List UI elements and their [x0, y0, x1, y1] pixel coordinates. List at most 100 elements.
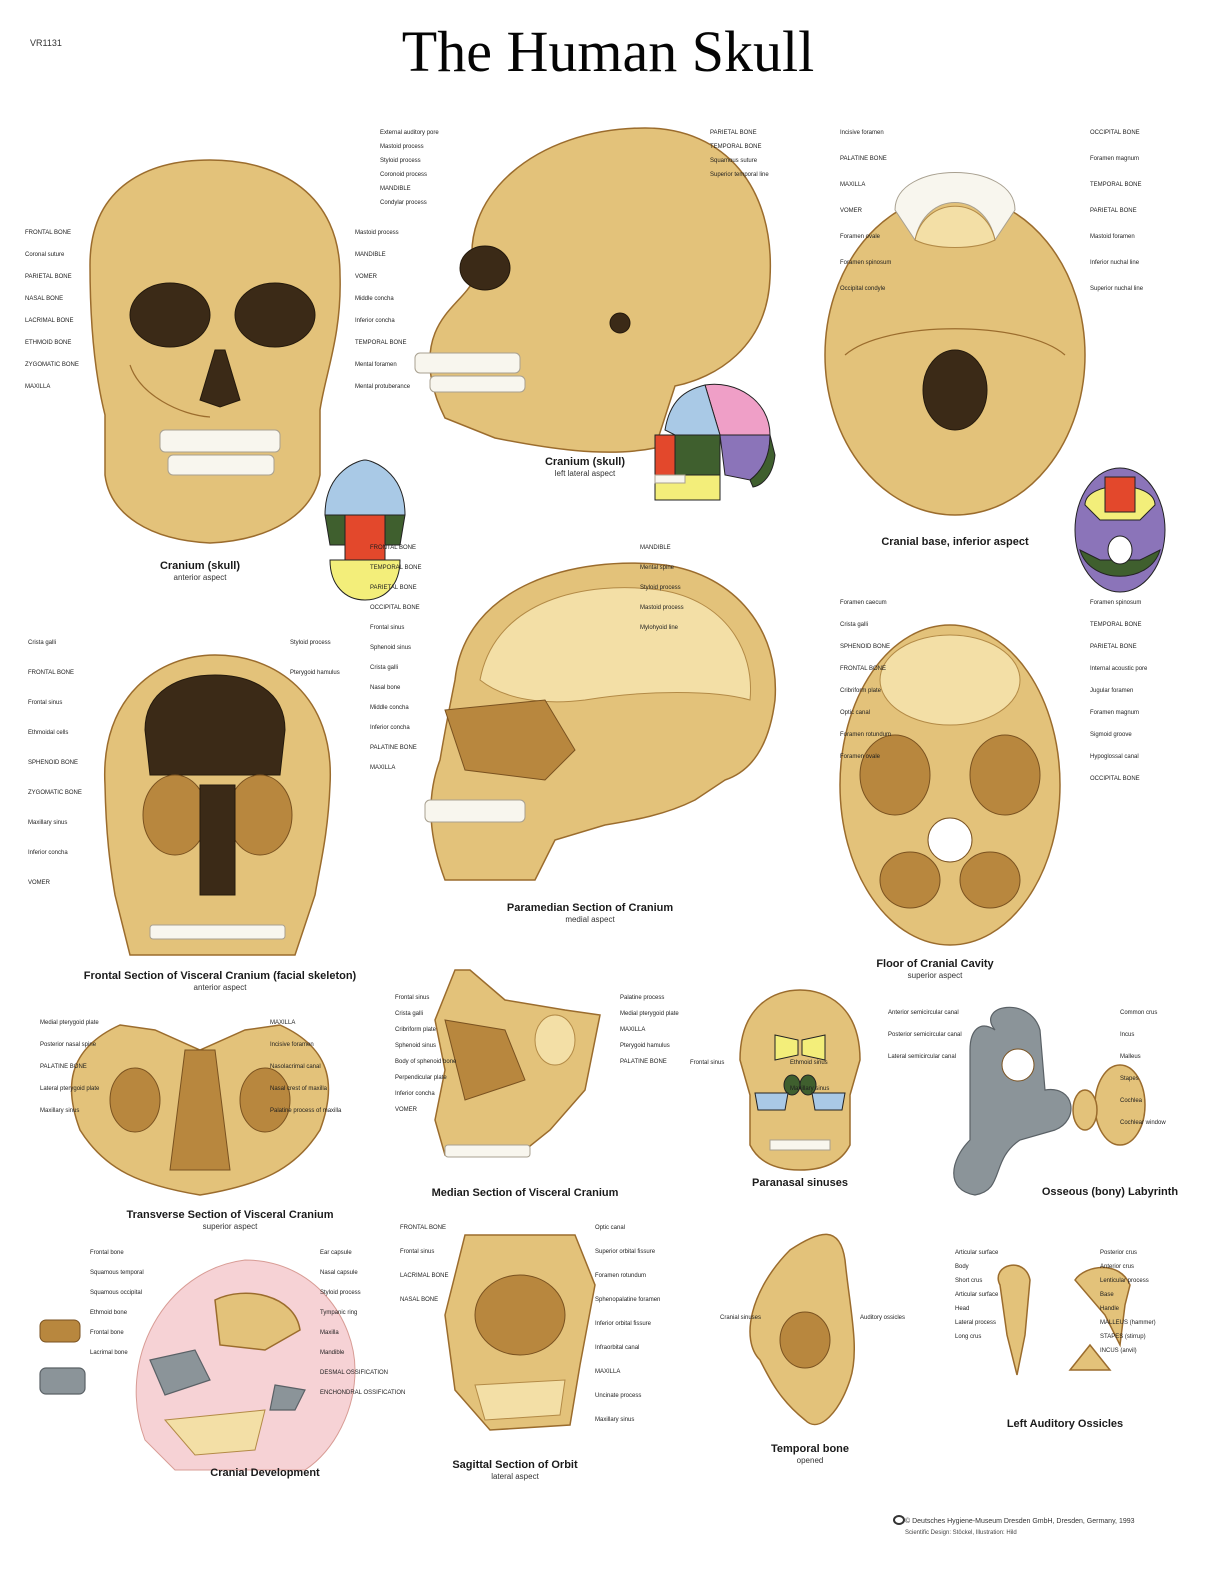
label-ossicles: Body	[955, 1264, 969, 1270]
paramedian-drawing	[424, 562, 777, 881]
colour-map-lateral-drawing	[654, 383, 776, 501]
label-development: Squamous temporal	[90, 1270, 144, 1276]
orbit-drawing	[444, 1234, 596, 1431]
label-anterior: NASAL BONE	[25, 296, 64, 302]
label-labyrinth: Cochlea	[1120, 1098, 1143, 1104]
label-base: VOMER	[840, 208, 863, 214]
label-orbit: Superior orbital fissure	[595, 1249, 656, 1255]
sub-anterior: anterior aspect	[173, 573, 227, 582]
label-development: ENCHONDRAL OSSIFICATION	[320, 1390, 406, 1396]
credits: Scientific Design: Stöckel, Illustration…	[905, 1530, 1017, 1536]
label-ossicles: Lateral process	[955, 1320, 997, 1326]
label-floor: TEMPORAL BONE	[1090, 622, 1142, 628]
label-paramedian: OCCIPITAL BONE	[370, 605, 420, 611]
caption-development: Cranial Development	[210, 1467, 320, 1479]
label-paramedian: Mental spine	[640, 565, 675, 571]
label-floor: Sigmoid groove	[1090, 732, 1132, 738]
label-transverse: Incisive foramen	[270, 1042, 314, 1048]
label-paramedian: Crista galli	[370, 665, 399, 671]
label-ossicles: Articular surface	[955, 1250, 999, 1256]
caption-frontal-section: Frontal Section of Visceral Cranium (fac…	[83, 970, 357, 982]
label-floor: Crista galli	[840, 622, 869, 628]
copyright: © Deutsches Hygiene-Museum Dresden GmbH,…	[905, 1518, 1135, 1525]
label-paramedian: Sphenoid sinus	[370, 645, 412, 651]
label-development: Tympanic ring	[320, 1310, 358, 1316]
label-frontal-section: Maxillary sinus	[28, 820, 68, 826]
label-base: PARIETAL BONE	[1090, 208, 1137, 214]
caption-labyrinth: Osseous (bony) Labyrinth	[1041, 1186, 1179, 1198]
label-labyrinth: Lateral semicircular canal	[888, 1054, 957, 1060]
label-lateral: Superior temporal line	[710, 172, 769, 178]
caption-transverse: Transverse Section of Visceral Cranium	[126, 1209, 334, 1221]
label-median: Sphenoid sinus	[395, 1043, 437, 1049]
caption-anterior: Cranium (skull)	[159, 560, 241, 572]
median-drawing	[434, 969, 601, 1158]
label-frontal-section: VOMER	[28, 880, 51, 886]
label-ossicles: Anterior crus	[1100, 1264, 1135, 1270]
figure-lateral: Cranium (skull) left lateral aspect	[375, 118, 795, 483]
label-paramedian: Styloid process	[640, 585, 681, 591]
label-paramedian: Mastoid process	[640, 605, 684, 611]
label-orbit: MAXILLA	[595, 1369, 621, 1375]
label-labyrinth: Incus	[1120, 1032, 1135, 1038]
label-orbit: Sphenopalatine foramen	[595, 1297, 661, 1303]
label-frontal-section: Ethmoidal cells	[28, 730, 69, 736]
label-anterior: Mastoid process	[355, 230, 399, 236]
label-median: Palatine process	[620, 995, 665, 1001]
label-median: VOMER	[395, 1107, 418, 1113]
label-floor: Foramen caecum	[840, 600, 887, 606]
development-drawing	[39, 1259, 356, 1471]
label-anterior: TEMPORAL BONE	[355, 340, 407, 346]
label-frontal-section: Frontal sinus	[28, 700, 63, 706]
lateral-skull-drawing	[414, 127, 772, 453]
publisher-logo-icon	[893, 1515, 905, 1525]
label-base: Incisive foramen	[840, 130, 884, 136]
figure-floor: Floor of Cranial Cavity superior aspect	[825, 600, 1210, 1000]
label-median: Perpendicular plate	[395, 1075, 447, 1081]
caption-orbit: Sagittal Section of Orbit	[452, 1459, 578, 1471]
label-transverse: Palatine process of maxilla	[270, 1108, 342, 1114]
label-orbit: LACRIMAL BONE	[400, 1273, 449, 1279]
label-labyrinth: Malleus	[1120, 1054, 1141, 1060]
figure-ossicles: Left Auditory Ossicles	[945, 1225, 1205, 1435]
label-orbit: Infraorbital canal	[595, 1345, 640, 1351]
label-base: Mastoid foramen	[1090, 234, 1135, 240]
label-median: Crista galli	[395, 1011, 424, 1017]
label-ossicles: Long crus	[955, 1334, 982, 1340]
label-paramedian: Frontal sinus	[370, 625, 405, 631]
sub-frontal-section: anterior aspect	[193, 983, 247, 992]
label-transverse: Maxillary sinus	[40, 1108, 80, 1114]
label-lateral: MANDIBLE	[380, 186, 411, 192]
cranial-base-drawing	[824, 172, 1086, 516]
label-ossicles: MALLEUS (hammer)	[1100, 1320, 1156, 1326]
label-anterior: ZYGOMATIC BONE	[25, 362, 79, 368]
label-temporal: Cranial sinuses	[720, 1315, 762, 1321]
label-ossicles: STAPES (stirrup)	[1100, 1334, 1146, 1340]
label-sinuses: Maxillary sinus	[790, 1086, 830, 1092]
caption-paramedian: Paramedian Section of Cranium	[506, 902, 674, 914]
caption-base: Cranial base, inferior aspect	[881, 536, 1029, 548]
colour-map-anterior-drawing	[324, 459, 406, 601]
label-development: Lacrimal bone	[90, 1350, 128, 1356]
label-labyrinth: Anterior semicircular canal	[888, 1010, 959, 1016]
label-base: TEMPORAL BONE	[1090, 182, 1142, 188]
label-anterior: PARIETAL BONE	[25, 274, 72, 280]
label-anterior: Middle concha	[355, 296, 394, 302]
label-ossicles: INCUS (anvil)	[1100, 1348, 1137, 1354]
label-frontal-section: Styloid process	[290, 640, 331, 646]
label-floor: PARIETAL BONE	[1090, 644, 1137, 650]
label-anterior: Mental foramen	[355, 362, 397, 368]
label-paramedian: Inferior concha	[370, 725, 410, 731]
label-median: MAXILLA	[620, 1027, 646, 1033]
label-ossicles: Posterior crus	[1100, 1250, 1138, 1256]
caption-sinuses: Paranasal sinuses	[751, 1177, 848, 1189]
label-transverse: Lateral pterygoid plate	[40, 1086, 100, 1092]
label-floor: FRONTAL BONE	[840, 666, 887, 672]
anterior-skull-drawing	[89, 159, 341, 544]
label-labyrinth: Posterior semicircular canal	[888, 1032, 962, 1038]
frontal-section-drawing	[104, 654, 331, 956]
label-median: PALATINE BONE	[620, 1059, 667, 1065]
label-lateral: Mastoid process	[380, 144, 424, 150]
label-paramedian: TEMPORAL BONE	[370, 565, 422, 571]
figure-anterior: Cranium (skull) anterior aspect	[20, 145, 360, 585]
